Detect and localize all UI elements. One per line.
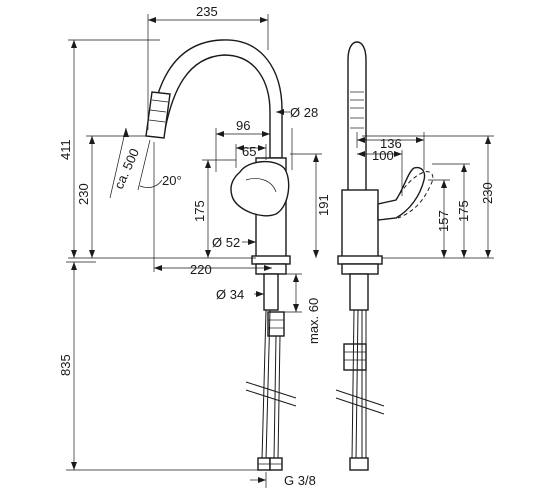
dim-base-diameter: Ø 52 bbox=[212, 235, 240, 250]
dim-spout-diameter: Ø 28 bbox=[290, 105, 318, 120]
dim-side-inner: 100 bbox=[372, 148, 394, 163]
lever-handle bbox=[230, 161, 290, 217]
dim-angle: 20° bbox=[162, 173, 182, 188]
dim-reach: 235 bbox=[196, 4, 218, 19]
dim-deck-thickness: max. 60 bbox=[306, 298, 321, 344]
spray-head bbox=[145, 91, 171, 139]
dim-total-height: 411 bbox=[58, 139, 73, 160]
dim-thread: G 3/8 bbox=[284, 473, 316, 488]
dim-shank-diameter: Ø 34 bbox=[216, 287, 244, 302]
dim-handle-height: 175 bbox=[192, 200, 207, 222]
dim-side-outer: 136 bbox=[380, 136, 402, 151]
dim-side-outlet: 230 bbox=[480, 182, 495, 204]
dim-handle-inner: 65 bbox=[242, 144, 256, 159]
dim-base-height: 191 bbox=[316, 194, 331, 216]
dim-handle-outer: 96 bbox=[236, 118, 250, 133]
dim-projection: 220 bbox=[190, 262, 212, 277]
dim-side-mid: 175 bbox=[456, 200, 471, 222]
side-spout bbox=[347, 41, 367, 193]
dim-outlet-height: 230 bbox=[76, 183, 91, 205]
dim-hose-length: 835 bbox=[58, 354, 73, 376]
front-view: 235 411 230 ca. 500 20° Ø 28 96 bbox=[58, 4, 331, 488]
side-lever bbox=[377, 166, 426, 221]
side-lever-swept bbox=[395, 171, 434, 219]
side-view: 136 100 157 175 230 bbox=[335, 41, 495, 471]
spout-arc bbox=[149, 39, 283, 159]
side-body bbox=[341, 189, 379, 259]
dim-side-low: 157 bbox=[436, 210, 451, 232]
dim-pullout: ca. 500 bbox=[111, 146, 142, 191]
